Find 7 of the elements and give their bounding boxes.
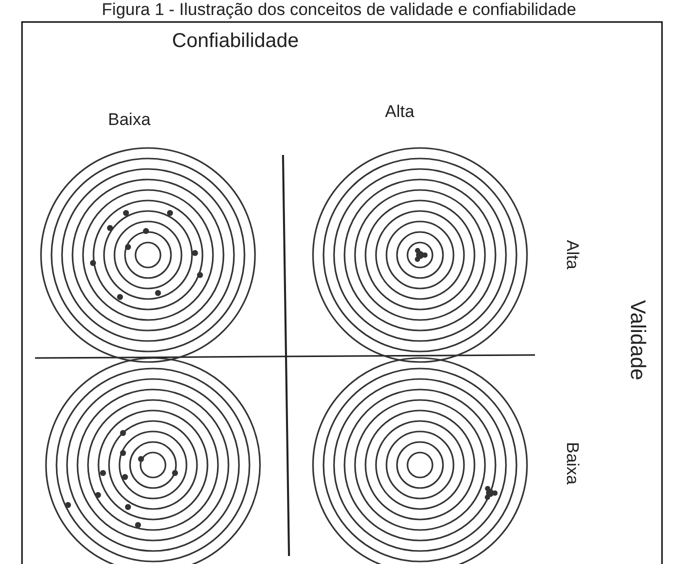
axis-heading: Confiabilidade <box>172 30 299 53</box>
figure-title: Figura 1 - Ilustração dos conceitos de validade e confiabilidade <box>100 0 578 20</box>
row-heading: Baixa <box>562 442 582 485</box>
axis-heading: Validade <box>625 300 649 380</box>
row-heading: Alta <box>562 240 582 270</box>
column-heading: Alta <box>385 102 414 122</box>
column-heading: Baixa <box>108 110 151 130</box>
